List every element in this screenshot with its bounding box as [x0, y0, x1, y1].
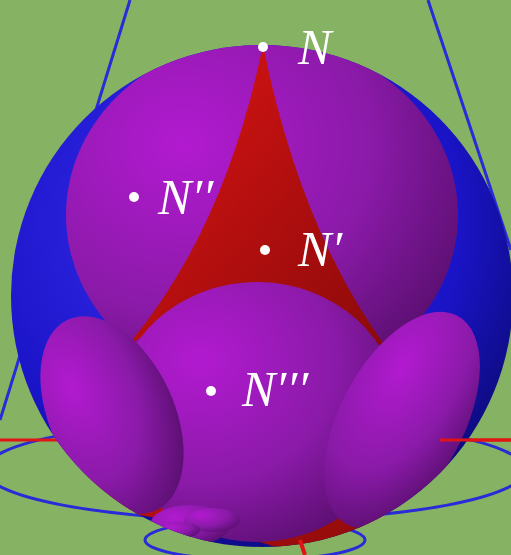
point-label: N′′: [158, 172, 213, 222]
point-label: N′′′: [242, 364, 308, 414]
point-label: N: [298, 22, 331, 72]
point-label: N′: [298, 224, 342, 274]
